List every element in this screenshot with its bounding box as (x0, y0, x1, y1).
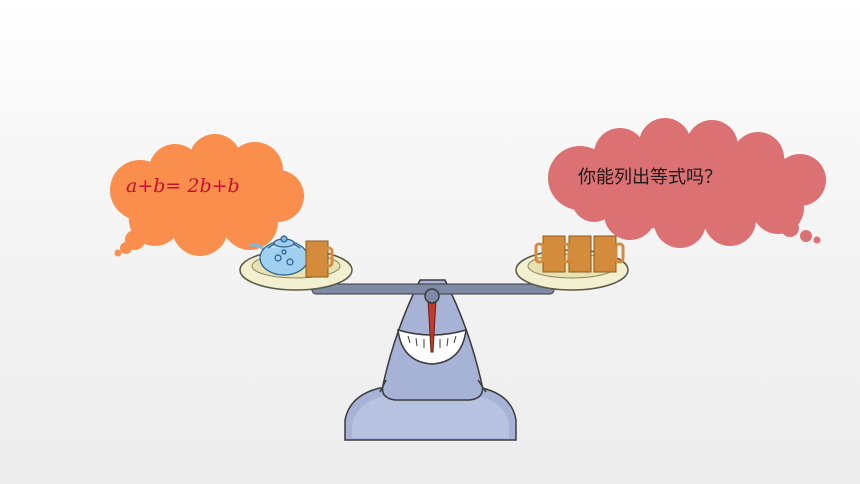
cup-icon (305, 240, 334, 278)
cup-icon (534, 235, 566, 273)
thought-bubble-left (110, 134, 304, 257)
cup-icon (593, 235, 625, 273)
scale-base (344, 387, 517, 441)
teapot-icon (249, 235, 313, 276)
question-text: 你能列出等式吗？ (578, 167, 722, 188)
scale-needle (424, 288, 440, 353)
cup-icon (560, 235, 592, 273)
thought-bubble-right (548, 118, 826, 248)
equation-text: a+b= 2b+b (126, 175, 240, 197)
